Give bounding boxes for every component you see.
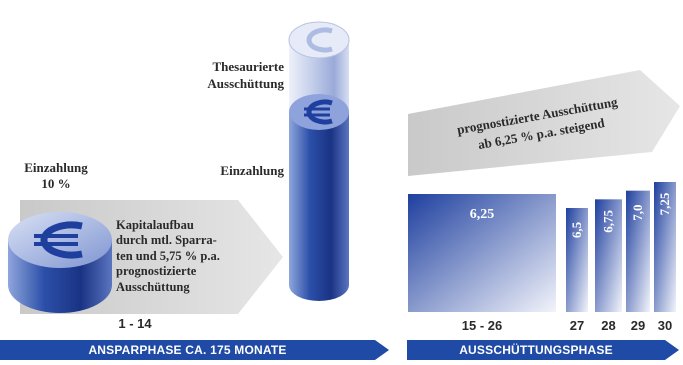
category-label-0: 15 - 26 [462, 318, 502, 333]
category-label-1: 27 [570, 318, 584, 333]
bar-value-label-0: 6,25 [470, 207, 495, 222]
ausschuettung-text: Ausschüttung [207, 76, 284, 91]
euro-coin-left-icon [8, 212, 112, 313]
einzahlung-left-text: Einzahlung [24, 160, 88, 175]
kapital-line-3: prognostizierte [116, 264, 197, 279]
banner-right-text: AUSSCHÜTTUNGSPHASE [459, 343, 613, 357]
bar-2 [595, 199, 622, 312]
category-label-2: 28 [601, 318, 615, 333]
einzahlung-left-pct: 10 % [41, 176, 71, 191]
thesaurierte-label: Thesaurierte Ausschüttung [170, 58, 284, 92]
category-label-3: 29 [631, 318, 645, 333]
einzahlung-left-label: Einzahlung 10 % [4, 160, 108, 192]
einzahlung-mid-text: Einzahlung [220, 163, 284, 178]
prognose-arrow [408, 70, 680, 176]
euro-coin-thesauriert-icon [288, 21, 350, 112]
bar-value-label-3: 7,0 [630, 205, 645, 221]
bar-labels-group: 6,25 6,5 6,75 7,0 7,25 [470, 192, 672, 238]
bar-value-label-4: 7,25 [657, 192, 672, 215]
kapital-line-0: Kapitalaufbau [116, 218, 194, 232]
kapital-line-2: ten und 5,75 % p.a. [116, 248, 220, 263]
category-labels-group: 15 - 26 27 28 29 30 [462, 318, 672, 333]
bar-0 [408, 194, 556, 312]
bar-1 [566, 208, 588, 312]
euro-coin-einzahlung-icon [289, 94, 349, 301]
banner-right [407, 340, 679, 360]
bar-3 [626, 190, 650, 312]
bar-value-label-2: 6,75 [601, 209, 616, 232]
bars-group [408, 182, 676, 312]
period-left-label: 1 - 14 [118, 316, 152, 331]
thesaurierte-text: Thesaurierte [212, 59, 284, 74]
bar-value-label-1: 6,5 [569, 221, 584, 238]
bar-4 [654, 182, 676, 312]
kapital-line-1: durch mtl. Sparra- [116, 233, 217, 248]
banner-left-text: ANSPARPHASE CA. 175 MONATE [88, 343, 287, 357]
einzahlung-mid-label: Einzahlung [170, 162, 284, 179]
kapital-line-4: Ausschüttung [116, 279, 190, 294]
category-label-4: 30 [658, 318, 672, 333]
banner-left [0, 340, 389, 360]
